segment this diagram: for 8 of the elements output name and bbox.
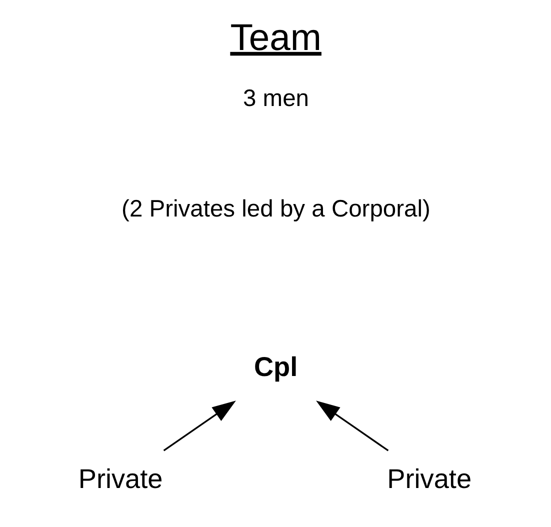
arrow — [316, 400, 388, 452]
label: (2 Privates led by a Corporal) — [121, 195, 430, 222]
arrow — [162, 400, 236, 452]
label: 3 men — [242, 85, 309, 112]
node-text: Private — [386, 462, 472, 494]
node-text: Private — [78, 462, 162, 494]
diagram-title: Team — [230, 16, 321, 58]
node-text: Cpl — [253, 350, 298, 382]
